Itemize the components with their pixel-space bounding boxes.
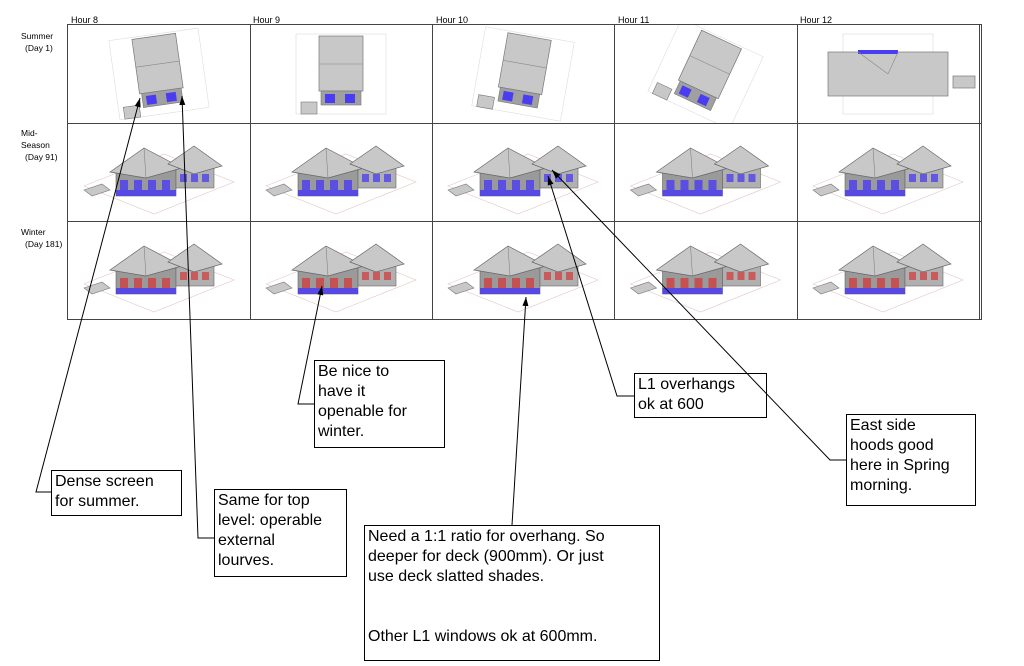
hour-label-9: Hour 9 [253, 15, 281, 25]
leader-l1-overhangs [547, 175, 634, 397]
season-label-winter: Winter (Day 181) [21, 226, 62, 250]
note-dense-screen: Dense screen for summer. [51, 470, 182, 516]
season-name: Summer [21, 31, 54, 41]
house-render-r1-h10 [447, 145, 599, 215]
leader-be-nice [297, 285, 323, 405]
house-render-r2-h10 [447, 243, 599, 313]
house-render-r2-h9 [265, 243, 417, 313]
season-name: Mid- Season [21, 128, 50, 150]
house-render-r0-h12 [827, 33, 976, 115]
note-top-level: Same for top level: operable external lo… [214, 489, 347, 577]
house-render-r2-h12 [812, 243, 964, 313]
house-render-r2-h11 [629, 243, 782, 313]
leader-east-side [551, 169, 846, 461]
house-render-r0-h8 [108, 27, 210, 121]
house-render-r1-h8 [83, 145, 235, 215]
simulation-grid [67, 24, 982, 320]
house-render-r0-h11 [647, 25, 764, 123]
leader-top-level [181, 95, 214, 539]
leader-dense-screen [35, 97, 141, 493]
hour-label-10: Hour 10 [436, 15, 469, 25]
note-overhang-ratio: Need a 1:1 ratio for overhang. So deeper… [364, 525, 660, 661]
house-render-r1-h9 [265, 145, 417, 215]
hour-label-12: Hour 12 [800, 15, 833, 25]
note-be-nice: Be nice to have it openable for winter. [314, 360, 445, 448]
note-l1-overhangs: L1 overhangs ok at 600 [634, 373, 767, 418]
hour-label-11: Hour 11 [618, 15, 650, 25]
house-render-r2-h8 [83, 243, 235, 313]
note-east-side: East side hoods good here in Spring morn… [846, 414, 976, 506]
season-day: (Day 181) [25, 239, 63, 249]
season-name: Winter [21, 227, 46, 237]
house-render-r0-h9 [295, 33, 387, 115]
hour-label-8: Hour 8 [71, 15, 99, 25]
house-render-r0-h10 [471, 26, 575, 122]
season-day: (Day 1) [25, 43, 53, 53]
season-label-midseason: Mid- Season (Day 91) [21, 127, 58, 163]
season-label-summer: Summer (Day 1) [21, 30, 53, 54]
house-render-r1-h12 [812, 145, 964, 215]
season-day: (Day 91) [25, 152, 58, 162]
house-render-r1-h11 [629, 145, 782, 215]
leader-overhang-ratio [511, 296, 527, 526]
